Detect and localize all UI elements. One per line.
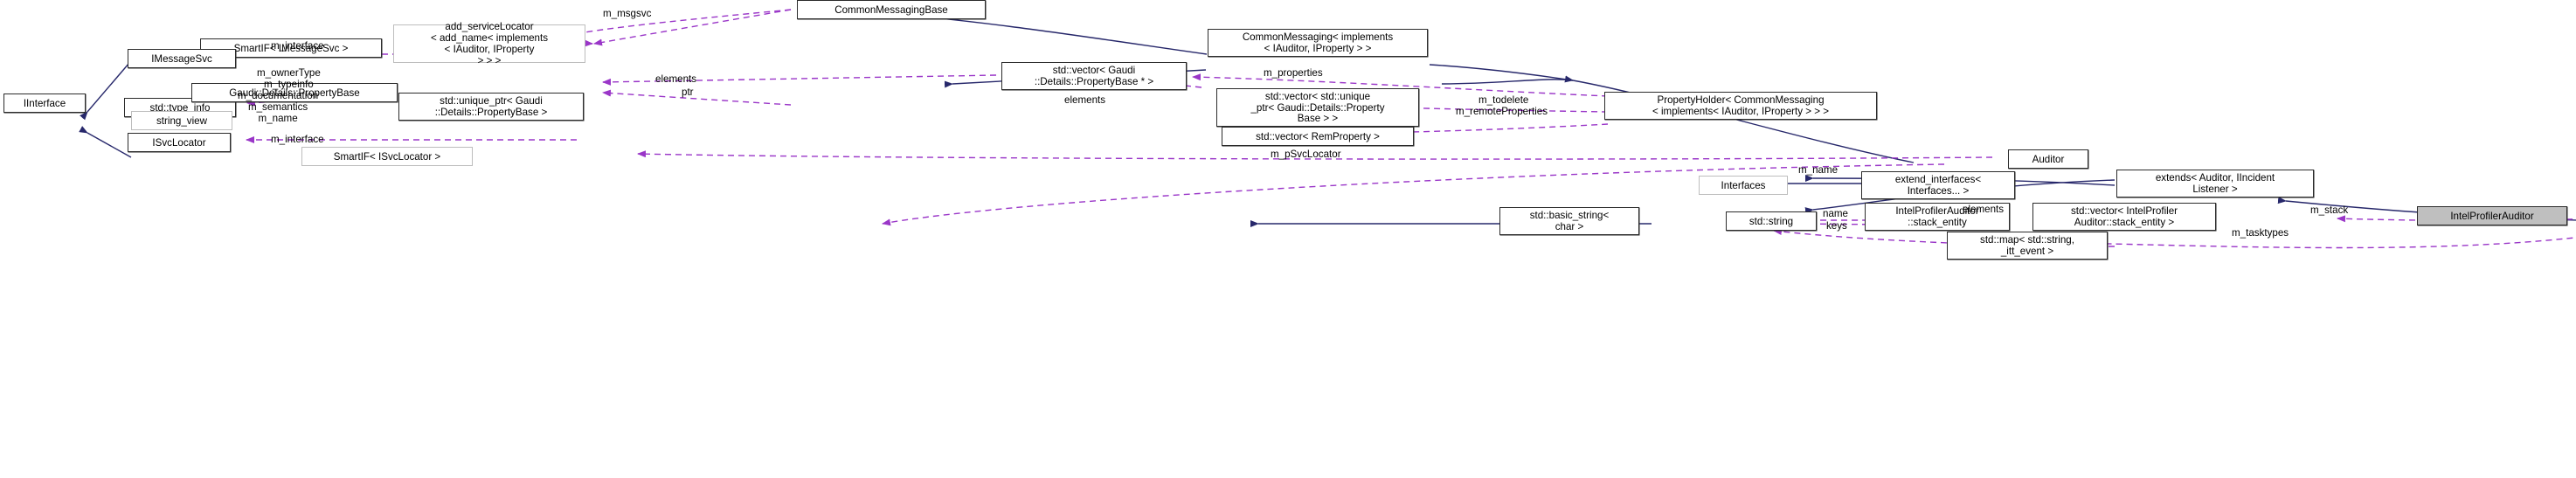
node-isvclocator[interactable]: ISvcLocator (128, 133, 231, 152)
node-auditor[interactable]: Auditor (2008, 149, 2088, 169)
node-interfaces[interactable]: Interfaces (1699, 176, 1788, 195)
node-std-unique-ptr-propertybase[interactable]: std::unique_ptr< Gaudi ::Details::Proper… (398, 93, 584, 121)
edge-label-m-documentation-semantics-name: m_documentation m_semantics m_name (238, 90, 319, 124)
node-iinterface[interactable]: IInterface (3, 94, 86, 113)
edge-label-m-properties: m_properties (1264, 67, 1323, 79)
node-string-view[interactable]: string_view (131, 111, 232, 130)
edge-label-elements-propertybase-ptr: elements (655, 73, 697, 85)
node-std-vector-unique-ptr-propertybase[interactable]: std::vector< std::unique _ptr< Gaudi::De… (1216, 88, 1419, 127)
node-smartif-imessagesvc[interactable]: SmartIF< IMessageSvc > (200, 38, 382, 58)
node-common-messaging[interactable]: CommonMessaging< implements < IAuditor, … (1208, 29, 1428, 57)
edge-label-name: name (1823, 208, 1849, 219)
edge-label-m-psvclocator: m_pSvcLocator (1271, 149, 1341, 160)
edge-label-m-todelete: m_todelete (1478, 94, 1529, 106)
node-std-map-string-itt-event[interactable]: std::map< std::string, _itt_event > (1947, 232, 2108, 260)
node-common-messaging-base[interactable]: CommonMessagingBase (797, 0, 986, 19)
node-std-vector-remproperty[interactable]: std::vector< RemProperty > (1222, 127, 1414, 146)
node-add-servicelocator[interactable]: add_serviceLocator < add_name< implement… (393, 21, 585, 66)
edge-label-m-msgsvc: m_msgsvc (603, 8, 652, 19)
edge-label-m-stack: m_stack (2310, 204, 2349, 216)
edge-label-m-remoteproperties: m_remoteProperties (1456, 106, 1548, 117)
node-std-basic-string-char[interactable]: std::basic_string< char > (1499, 207, 1639, 235)
edge-label-elements-stack-entity: elements (1963, 204, 2005, 215)
edge-label-m-name-auditor: m_name (1798, 164, 1839, 176)
edge-label-m-tasktypes: m_tasktypes (2232, 227, 2289, 239)
node-std-vector-propertybase-ptr[interactable]: std::vector< Gaudi ::Details::PropertyBa… (1001, 62, 1187, 90)
node-property-holder[interactable]: PropertyHolder< CommonMessaging < implem… (1604, 92, 1877, 120)
node-extend-interfaces[interactable]: extend_interfaces< Interfaces... > (1861, 171, 2015, 199)
node-std-vector-stack-entity[interactable]: std::vector< IntelProfiler Auditor::stac… (2032, 203, 2216, 231)
edge-label-keys: keys (1826, 220, 1847, 232)
edge-label-m-ownertype-m-typeinfo: m_ownerType m_typeinfo (257, 67, 321, 90)
edge-label-elements-unique-ptr: elements (1064, 94, 1106, 106)
node-smartif-isvclocator[interactable]: SmartIF< ISvcLocator > (301, 147, 473, 166)
node-imessagesvc[interactable]: IMessageSvc (128, 49, 236, 68)
edge-label-m-interface-imessagesvc: m_interface (271, 40, 324, 52)
edge-label-m-interface-isvclocator: m_interface (271, 134, 324, 145)
node-intelprofilerauditor[interactable]: IntelProfilerAuditor (2417, 206, 2567, 225)
node-extends-auditor-iincidentlistener[interactable]: extends< Auditor, IIncident Listener > (2116, 170, 2314, 197)
node-std-string[interactable]: std::string (1726, 211, 1817, 231)
edge-label-ptr: ptr (682, 87, 694, 98)
